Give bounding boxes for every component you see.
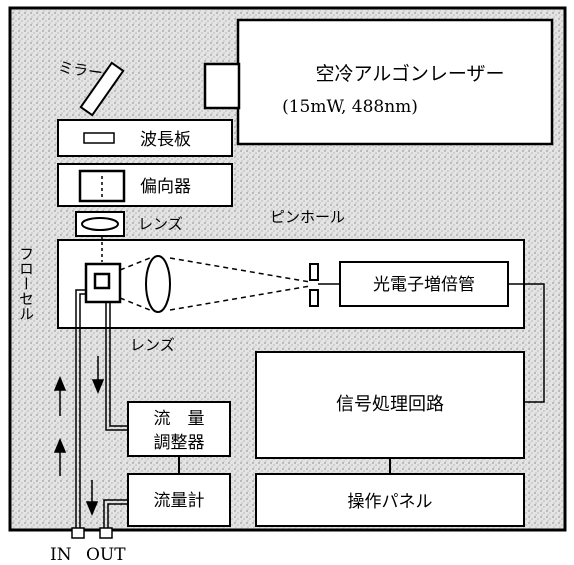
- flow-regulator-box: 流 量 調整器: [127, 401, 231, 457]
- light-path: [119, 257, 311, 311]
- laser-title: 空冷アルゴンレーザー: [315, 63, 504, 85]
- lens-bottom-label: レンズ: [130, 336, 175, 354]
- pinhole-label: ピンホール: [270, 208, 345, 226]
- port-in-label: IN: [50, 545, 72, 565]
- pmt-box: 光電子増倍管: [318, 261, 509, 307]
- pmt-signal-wire: [508, 283, 545, 403]
- flowmeter-box: 流量計: [127, 473, 231, 527]
- panel-box: 操作パネル: [255, 473, 525, 527]
- tubing: [75, 289, 128, 530]
- pmt-label: 光電子増倍管: [373, 275, 475, 295]
- port-in: [71, 527, 85, 539]
- pinhole: [309, 263, 319, 307]
- lens-top-label: レンズ: [138, 215, 183, 233]
- flowmeter-label: 流量計: [154, 491, 205, 511]
- waveplate-box: 波長板: [57, 119, 233, 157]
- panel-label: 操作パネル: [348, 492, 433, 512]
- polarizer-box: 偏向器: [57, 163, 233, 207]
- flow-arrows: [53, 356, 105, 516]
- mirror: [79, 61, 125, 117]
- waveplate-label: 波長板: [140, 130, 191, 150]
- signal-processor-box: 信号処理回路: [255, 351, 525, 459]
- flowcell-label: フローセル: [17, 246, 35, 321]
- flow-cell: [84, 236, 122, 304]
- polarizer-label: 偏向器: [140, 177, 191, 197]
- laser-box: 空冷アルゴンレーザー (15mW, 488nm): [203, 18, 554, 146]
- laser-spec: (15mW, 488nm): [282, 97, 418, 117]
- port-out-label: OUT: [86, 545, 126, 565]
- lens-top-box: [75, 211, 125, 237]
- flow-regulator-label-2: 調整器: [154, 433, 205, 453]
- port-out: [99, 527, 113, 539]
- signal-label: 信号処理回路: [336, 394, 444, 415]
- collection-lens: [145, 255, 171, 313]
- flow-regulator-label-1: 流 量: [154, 409, 205, 429]
